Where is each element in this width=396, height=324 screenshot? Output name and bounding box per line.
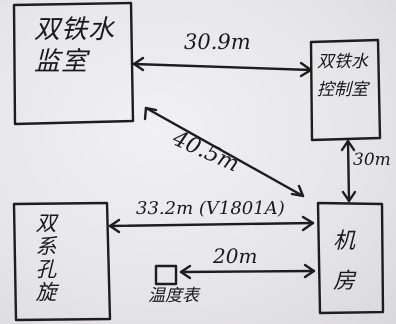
box-small: [154, 264, 178, 286]
arrow-tr-br: [340, 139, 357, 203]
label-bottom-left: 双系孔旋: [33, 212, 57, 304]
label-link-tl-tr: 30.9m: [184, 30, 251, 54]
label-top-left: 双铁水监室: [34, 15, 116, 77]
label-link-small-br: 20m: [213, 244, 258, 268]
box-bottom-right: [316, 201, 385, 315]
box-top-right: [309, 38, 382, 142]
label-top-right: 双铁水控制室: [317, 52, 368, 100]
label-small-box: 温度表: [148, 286, 199, 306]
arrow-tl-br: [143, 106, 305, 198]
label-link-bl-br: 33.2m (V1801A): [136, 198, 285, 219]
arrow-bl-br: [108, 215, 315, 234]
label-link-tr-br: 30m: [353, 150, 391, 170]
arrow-tl-tr: [132, 56, 313, 78]
box-top-left: [12, 1, 135, 126]
arrow-small-br: [179, 263, 316, 280]
label-bottom-right: 机房: [333, 229, 356, 294]
box-bottom-left: [12, 201, 112, 322]
